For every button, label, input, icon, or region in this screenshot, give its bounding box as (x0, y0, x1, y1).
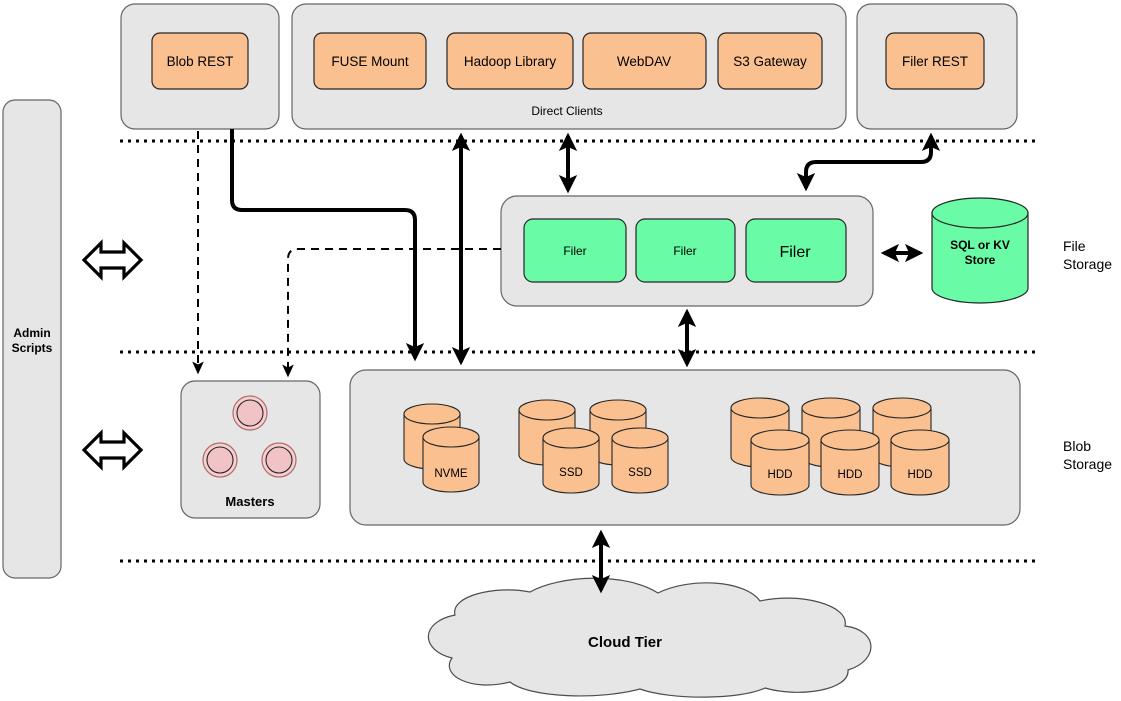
connector-blob-rest-to-blob-storage (230, 129, 425, 362)
masters-label: Masters (225, 494, 274, 509)
node-hadoop-library-label: Hadoop Library (464, 54, 557, 69)
cloud-tier-label: Cloud Tier (588, 634, 662, 651)
node-fuse-mount[interactable] (313, 32, 427, 90)
connector-filer-rest-to-filer (796, 132, 941, 192)
master-node-3[interactable] (261, 442, 297, 478)
masters-group[interactable] (180, 380, 321, 519)
node-webdav-label: WebDAV (617, 54, 671, 69)
node-fuse-mount-label: FUSE Mount (331, 54, 409, 69)
node-filer-rest[interactable] (885, 32, 985, 90)
ssd-label-1: SSD (559, 467, 583, 479)
nvme-group[interactable]: NVME (403, 403, 480, 493)
node-s3-gateway-label: S3 Gateway (733, 54, 807, 69)
node-filer-1-label: Filer (563, 244, 586, 258)
hdd-label-1: HDD (768, 469, 793, 481)
node-filer-3-label: Filer (779, 244, 811, 261)
node-hadoop-library[interactable] (446, 32, 574, 90)
node-filer-2-label: Filer (673, 244, 696, 258)
node-webdav[interactable] (582, 32, 707, 90)
cloud-tier-shape[interactable] (427, 577, 872, 698)
metadata-store-label-line1: SQL or KV (950, 238, 1010, 252)
direct-clients-caption: Direct Clients (531, 104, 602, 118)
connector-filer-to-masters (282, 248, 501, 378)
master-node-1[interactable] (232, 395, 268, 431)
file-storage-label-line2: Storage (1063, 256, 1112, 272)
admin-scripts-label-line1: Admin (13, 326, 50, 340)
blob-storage-label-line1: Blob (1063, 438, 1091, 454)
hdd-label-3: HDD (908, 469, 933, 481)
node-filer-3[interactable] (745, 218, 847, 283)
node-blob-rest[interactable] (151, 32, 249, 90)
admin-scripts-panel[interactable] (2, 99, 62, 579)
master-node-2[interactable] (202, 442, 238, 478)
nvme-label: NVME (434, 468, 468, 480)
node-s3-gateway[interactable] (717, 32, 823, 90)
node-filer-2[interactable] (635, 218, 736, 283)
node-metadata-store[interactable] (931, 197, 1029, 304)
node-filer-rest-label: Filer REST (902, 54, 968, 69)
ssd-group[interactable]: SSD SSD (518, 399, 669, 494)
admin-file-bidirectional-arrow-icon (81, 239, 144, 281)
admin-blob-bidirectional-arrow-icon (81, 429, 144, 471)
node-filer-1[interactable] (523, 218, 627, 283)
node-blob-rest-label: Blob REST (167, 54, 234, 69)
hdd-group[interactable]: HDD HDD HDD (730, 397, 950, 496)
hdd-label-2: HDD (838, 469, 863, 481)
file-storage-label-line1: File (1063, 238, 1086, 254)
metadata-store-label-line2: Store (965, 253, 996, 267)
blob-storage-label-line2: Storage (1063, 456, 1112, 472)
admin-scripts-label-line2: Scripts (12, 341, 53, 355)
ssd-label-2: SSD (628, 467, 652, 479)
